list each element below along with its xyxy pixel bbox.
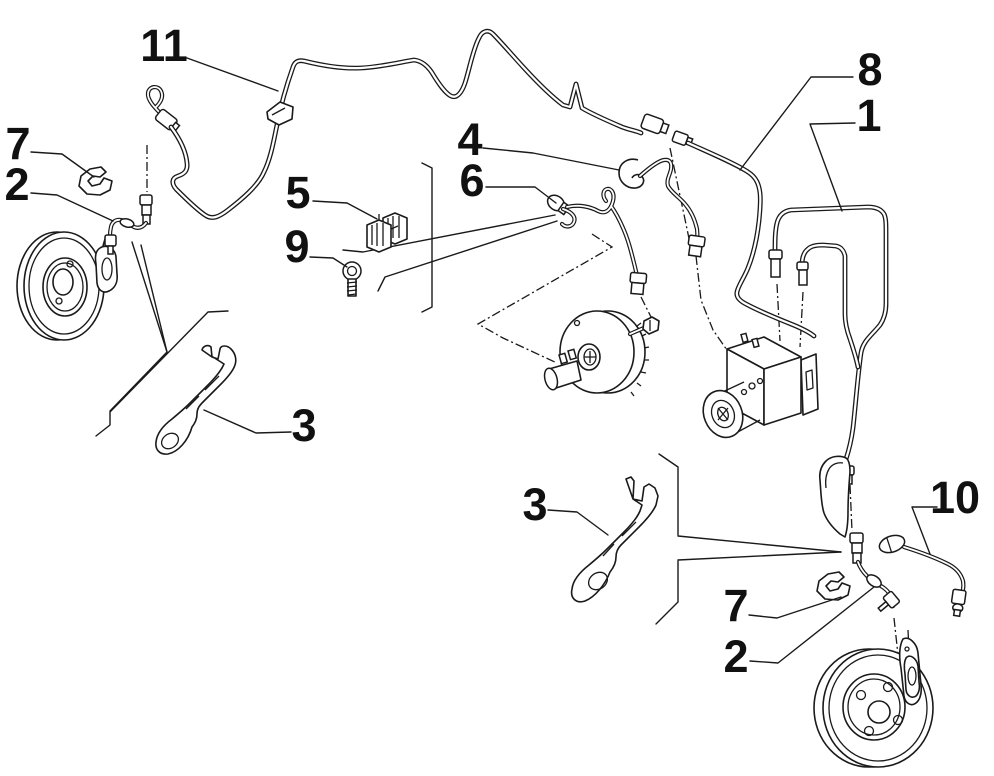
hose-bracket-3-front [155,344,237,455]
callout-labels: 11 7 2 5 9 3 4 6 8 1 3 10 7 2 [4,20,980,682]
brake-caliper-rear-right [898,637,923,706]
callout-7-front-label: 7 [5,118,30,169]
hose-clip-7-rear [816,571,851,601]
group-bracket-middle [342,162,558,313]
brake-pipe-8 [671,130,814,336]
callout-9-label: 9 [284,221,309,272]
hose-clip-7-front [78,166,113,196]
brake-disc-front-left [16,231,105,341]
callout-7-rear-label: 7 [723,580,748,631]
brake-hose-4 [618,159,706,258]
master-cylinder [543,348,582,391]
callout-10-label: 10 [930,472,980,523]
pipe-clip-block-5 [366,212,408,253]
pipe-clamp-tab [266,101,294,126]
brake-disc-rear-right [813,648,934,768]
brake-pipe-1 [768,207,886,485]
brake-caliper-front-left [94,238,118,293]
callout-11-label: 11 [140,20,188,71]
brake-pipe-11 [148,31,670,217]
callout-8-label: 8 [857,44,882,95]
booster-push-rod [630,316,660,334]
callout-5-label: 5 [285,167,310,218]
clip-bolt-9 [342,261,362,297]
front-brake-hose-2 [104,194,153,255]
callout-3-rear-label: 3 [522,479,547,530]
callout-2-rear-label: 2 [723,631,748,682]
group-bracket-bottom-right [655,453,842,625]
rear-brake-hose-2 [849,532,901,613]
callout-leaders [30,57,938,664]
pipe-heat-shield [818,455,851,538]
callout-6-label: 6 [459,155,484,206]
abs-hydraulic-unit [702,332,819,439]
callout-2-front-label: 2 [4,159,29,210]
callout-4-label: 4 [457,114,482,165]
rear-brake-hose-10 [878,534,967,618]
callout-3-front-label: 3 [291,400,316,451]
group-bracket-left [95,241,229,437]
brake-hose-6 [546,189,648,296]
callout-1-label: 1 [856,90,881,141]
hose-bracket-3-rear [570,476,659,603]
brake-booster [543,310,660,397]
